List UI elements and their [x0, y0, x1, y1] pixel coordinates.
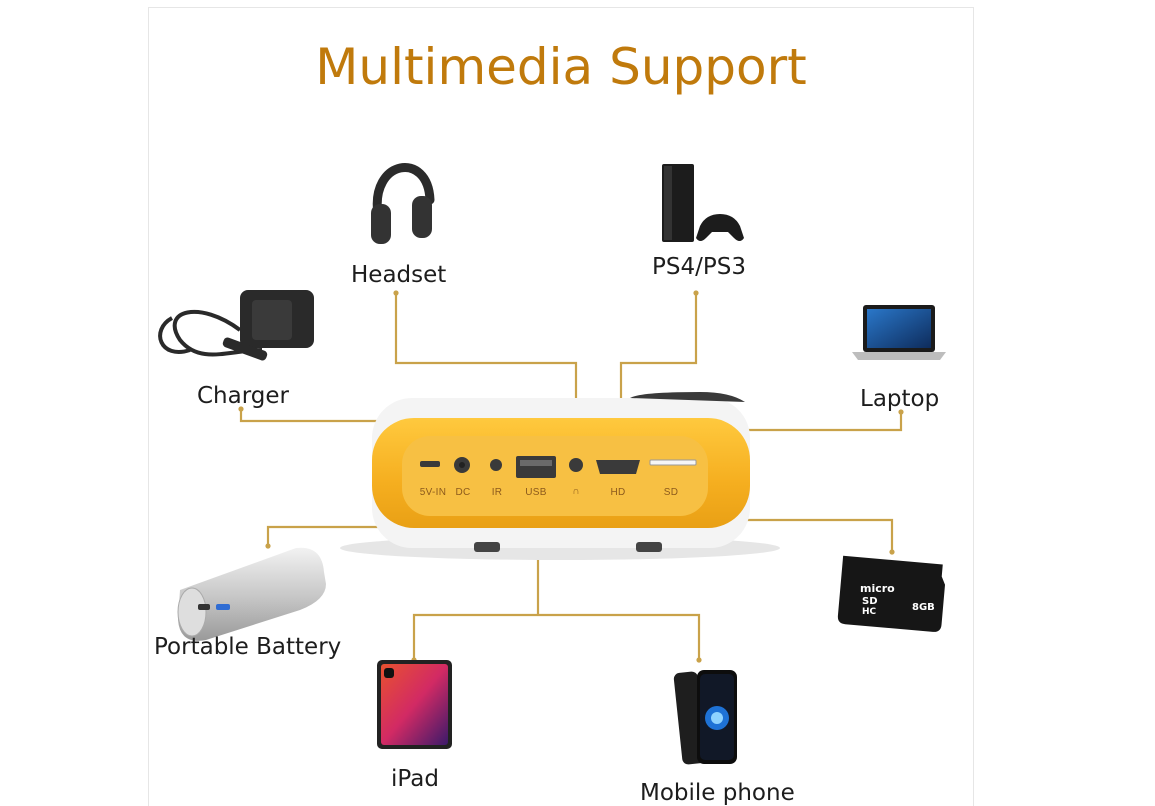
ipad-icon	[377, 660, 452, 749]
usb-port	[516, 456, 556, 478]
sd-hc: HC	[862, 607, 877, 617]
sd-logo: SD	[862, 596, 878, 607]
label-laptop: Laptop	[860, 386, 940, 412]
port-label-hd: HD	[610, 487, 626, 498]
charger-icon	[158, 290, 314, 361]
port-label-ir: IR	[491, 487, 503, 498]
audio-port	[569, 458, 583, 472]
port-label-sd: SD	[663, 487, 679, 498]
battery-icon	[177, 547, 326, 641]
label-portable-battery: Portable Battery	[154, 634, 342, 660]
micro-usb-port	[420, 461, 440, 467]
hdmi-port	[596, 460, 640, 474]
sd-slot	[649, 459, 697, 466]
label-charger: Charger	[197, 383, 289, 409]
page-title: Multimedia Support	[315, 38, 807, 96]
sd-card-icon: micro SD HC 8GB	[837, 555, 946, 632]
projector-icon	[340, 392, 780, 560]
sd-brand: micro	[860, 582, 895, 595]
laptop-icon	[852, 305, 946, 360]
label-ps4: PS4/PS3	[652, 254, 746, 280]
port-label-usb: USB	[525, 487, 547, 498]
port-label-audio: ∩	[572, 486, 580, 497]
mobile-phone-icon	[673, 670, 737, 765]
port-label-5v-in: 5V-IN	[419, 487, 447, 498]
headset-icon	[371, 163, 435, 244]
playstation-icon	[662, 164, 744, 242]
label-headset: Headset	[351, 262, 447, 288]
label-mobile-phone: Mobile phone	[640, 780, 795, 806]
label-ipad: iPad	[391, 766, 439, 792]
port-label-dc: DC	[455, 487, 471, 498]
ir-sensor	[490, 459, 502, 471]
sd-capacity: 8GB	[912, 602, 935, 613]
